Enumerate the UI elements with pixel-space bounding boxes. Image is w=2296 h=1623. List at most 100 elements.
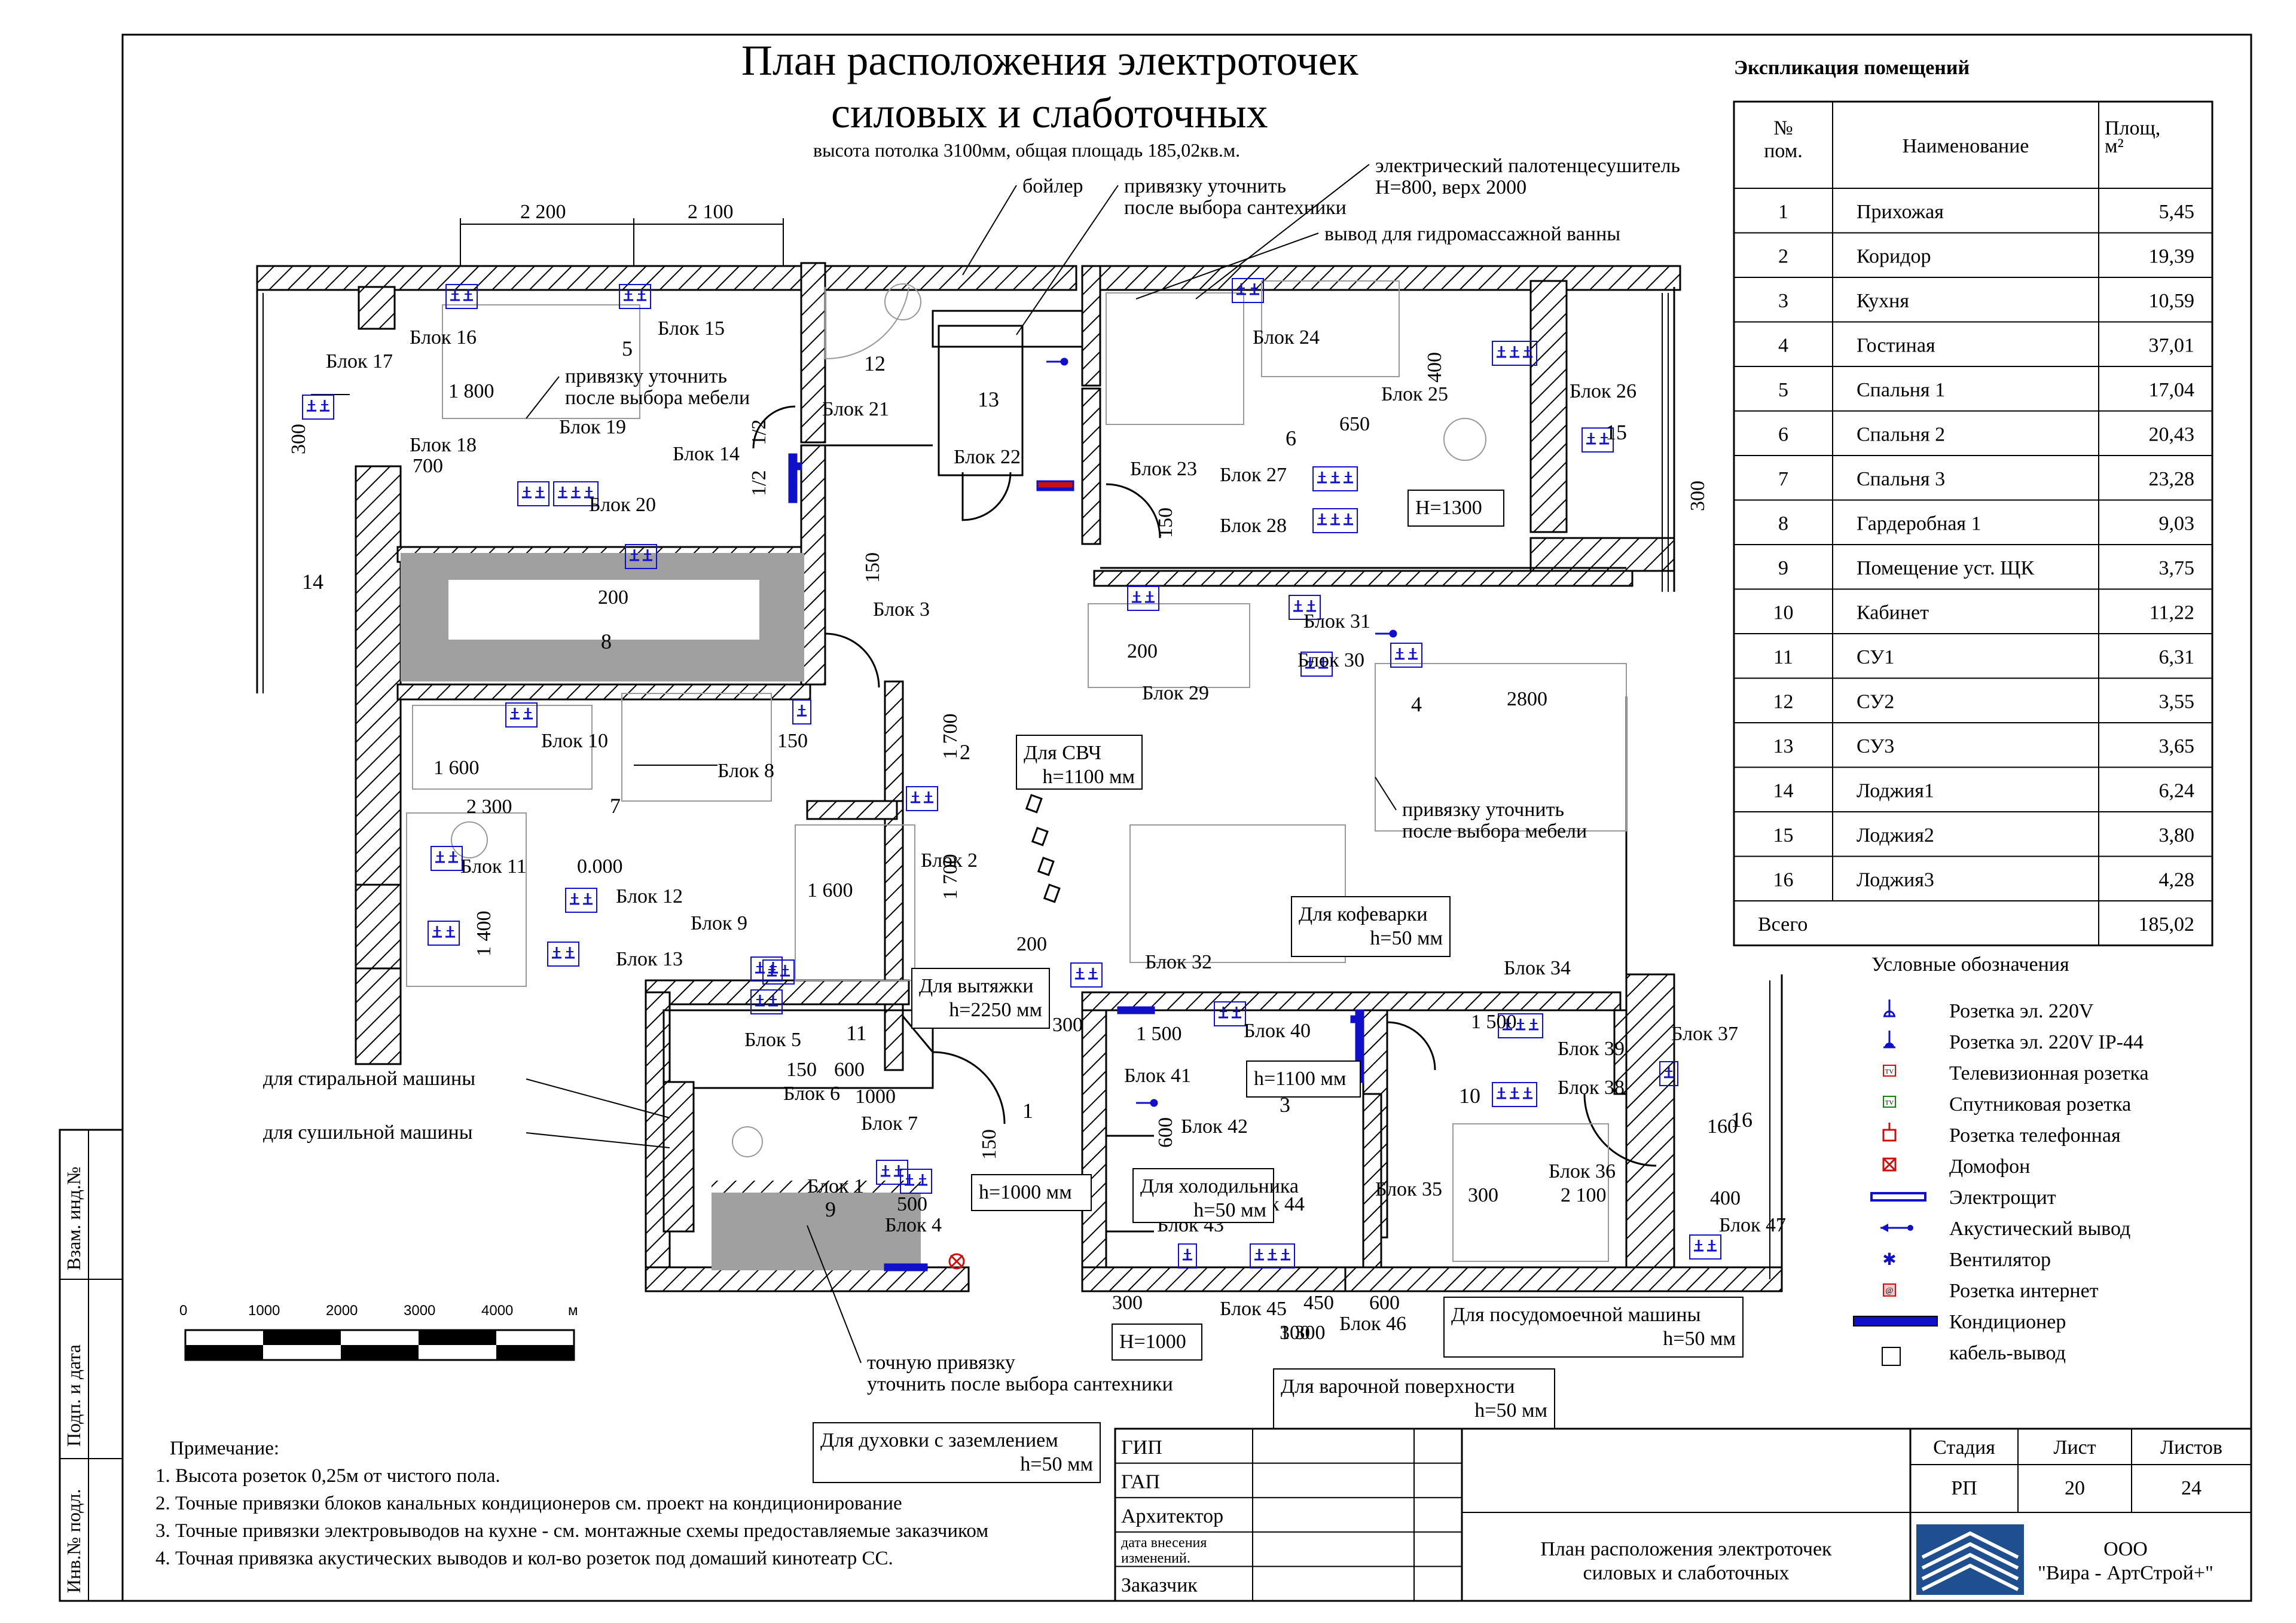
- block-label: Блок 41: [1124, 1065, 1191, 1087]
- block-label: Блок 1: [807, 1175, 864, 1197]
- annotation-box-label: h=1100 мм: [1043, 766, 1135, 788]
- room-number: 5: [622, 337, 633, 360]
- table-cell: 12: [1773, 691, 1794, 713]
- side-stamp: Взам. инд.№ Подп. и дата Инв.№ подл.: [59, 1129, 124, 1602]
- annotation-box: [1132, 1168, 1274, 1223]
- socket-group-icon: [1581, 427, 1614, 453]
- dimension-label: 400: [1710, 1187, 1741, 1209]
- dimension-label: 200: [1127, 640, 1158, 662]
- block-label: Блок 27: [1220, 464, 1287, 486]
- room-number: 3: [1280, 1093, 1290, 1117]
- socket-group-icon: [1300, 652, 1333, 677]
- block-label: Блок 10: [541, 730, 608, 752]
- annotation-box-label: h=50 мм: [1663, 1328, 1736, 1350]
- notes: Примечание: 1. Высота розеток 0,25м от ч…: [155, 1435, 988, 1572]
- legend-label: Электрощит: [1949, 1187, 2056, 1209]
- annotation-box-label: h=50 мм: [1370, 927, 1443, 949]
- phone-socket-icon: [1882, 1123, 1897, 1142]
- table-cell: 17,04: [2149, 379, 2195, 401]
- dimension-label: 300: [1052, 1014, 1083, 1036]
- dimension-label: 1 600: [807, 879, 853, 901]
- panel-icon: [884, 1263, 928, 1271]
- table-cell: 3: [1778, 290, 1788, 312]
- cable-output-icon: [1043, 884, 1061, 903]
- block-label: Блок 28: [1220, 515, 1287, 537]
- internet-socket-icon: @: [1883, 1283, 1896, 1297]
- table-total-label: Всего: [1758, 913, 1808, 936]
- block-label: Блок 3: [873, 598, 930, 621]
- annotation-box-label: Для СВЧ: [1024, 742, 1101, 764]
- dimension-label: 150: [786, 1059, 817, 1081]
- legend-label: Спутниковая розетка: [1949, 1093, 2131, 1115]
- table-cell: Помещение уст. ЩК: [1857, 557, 2034, 579]
- intercom-icon: [1882, 1157, 1897, 1172]
- acoustic-output-icon: [1375, 629, 1397, 638]
- table-cell: Прихожая: [1857, 201, 1944, 223]
- table-cell: СУ3: [1857, 735, 1894, 757]
- explication-title: Экспликация помещений: [1734, 57, 1970, 79]
- table-cell: 9: [1778, 557, 1788, 579]
- stamp-sheet-label: Лист: [2053, 1436, 2096, 1459]
- block-label: Блок 37: [1671, 1023, 1738, 1045]
- scale-tick: 1000: [248, 1303, 280, 1319]
- block-label: Блок 24: [1253, 326, 1320, 349]
- annotation-label: для сушильной машины: [263, 1121, 473, 1144]
- table-cell: 11,22: [2150, 602, 2194, 624]
- table-cell: Гостиная: [1857, 335, 1935, 357]
- annotation-box-label: Для вытяжки: [919, 975, 1033, 997]
- annotation-label: вывод для гидромассажной ванны: [1324, 223, 1620, 245]
- table-cell: Кухня: [1857, 290, 1909, 312]
- room-number: 15: [1605, 420, 1627, 444]
- annotation-box-label: Для варочной поверхности: [1281, 1376, 1515, 1398]
- cable-output-icon: [1025, 794, 1043, 814]
- fan-icon: ✱: [1882, 1251, 1896, 1269]
- block-label: Блок 8: [718, 760, 774, 782]
- legend-title: Условные обозначения: [1871, 953, 2069, 976]
- room-number: 16: [1731, 1108, 1752, 1132]
- dimension-label: 300: [1687, 481, 1709, 511]
- annotation-box-label: h=1100 мм: [1254, 1068, 1346, 1090]
- panel-room-fill: [712, 1181, 921, 1270]
- block-label: Блок 5: [744, 1029, 801, 1051]
- dimension-label: 1 400: [473, 911, 495, 957]
- note-line: 1. Высота розеток 0,25м от чистого пола.: [155, 1465, 500, 1487]
- dimension-label: 1/2: [748, 470, 770, 496]
- socket-group-icon: [1492, 1082, 1537, 1107]
- block-label: Блок 26: [1570, 380, 1636, 402]
- annotation-box-label: H=1000: [1119, 1331, 1186, 1353]
- socket-group-icon: [900, 1169, 932, 1194]
- dimension-label: 160: [1707, 1115, 1738, 1138]
- leader-line: [1016, 185, 1119, 335]
- dimension-label: 150: [862, 552, 884, 583]
- intercom-icon: [948, 1253, 965, 1270]
- table-cell: 3,65: [2159, 735, 2195, 757]
- table-cell: 23,28: [2149, 468, 2195, 490]
- stamp-row-label: Архитектор: [1121, 1505, 1223, 1527]
- dimension-label: 500: [897, 1193, 927, 1215]
- block-label: Блок 29: [1142, 682, 1209, 704]
- table-cell: 6,31: [2159, 646, 2195, 668]
- socket-group-icon: [1070, 962, 1103, 988]
- table-total-value: 185,02: [2139, 913, 2195, 936]
- block-label: Блок 9: [691, 912, 747, 934]
- dimension-label: 650: [1339, 413, 1370, 435]
- table-cell: 1: [1778, 201, 1788, 223]
- stamp-row-label: ГАП: [1121, 1471, 1160, 1493]
- table-cell: Гардеробная 1: [1857, 513, 1981, 535]
- socket-group-icon: [1498, 1013, 1543, 1038]
- dimension-label: 300: [288, 424, 310, 454]
- legend-label: кабель-вывод: [1949, 1342, 2066, 1364]
- satellite-glyph: TV: [1885, 1099, 1894, 1107]
- block-label: Блок 14: [673, 443, 740, 465]
- dimension-label: 1 300: [1280, 1322, 1326, 1344]
- stamp-company: ООО"Вира - АртСтрой+": [2038, 1538, 2213, 1584]
- dimension-label: 150: [1155, 508, 1177, 538]
- annotation-box: [1273, 1368, 1555, 1429]
- annotation-box-label: Для кофеварки: [1299, 903, 1428, 925]
- balconies: [257, 293, 1770, 1279]
- table-cell: 11: [1773, 646, 1793, 668]
- table-cell: Лоджия2: [1857, 824, 1934, 846]
